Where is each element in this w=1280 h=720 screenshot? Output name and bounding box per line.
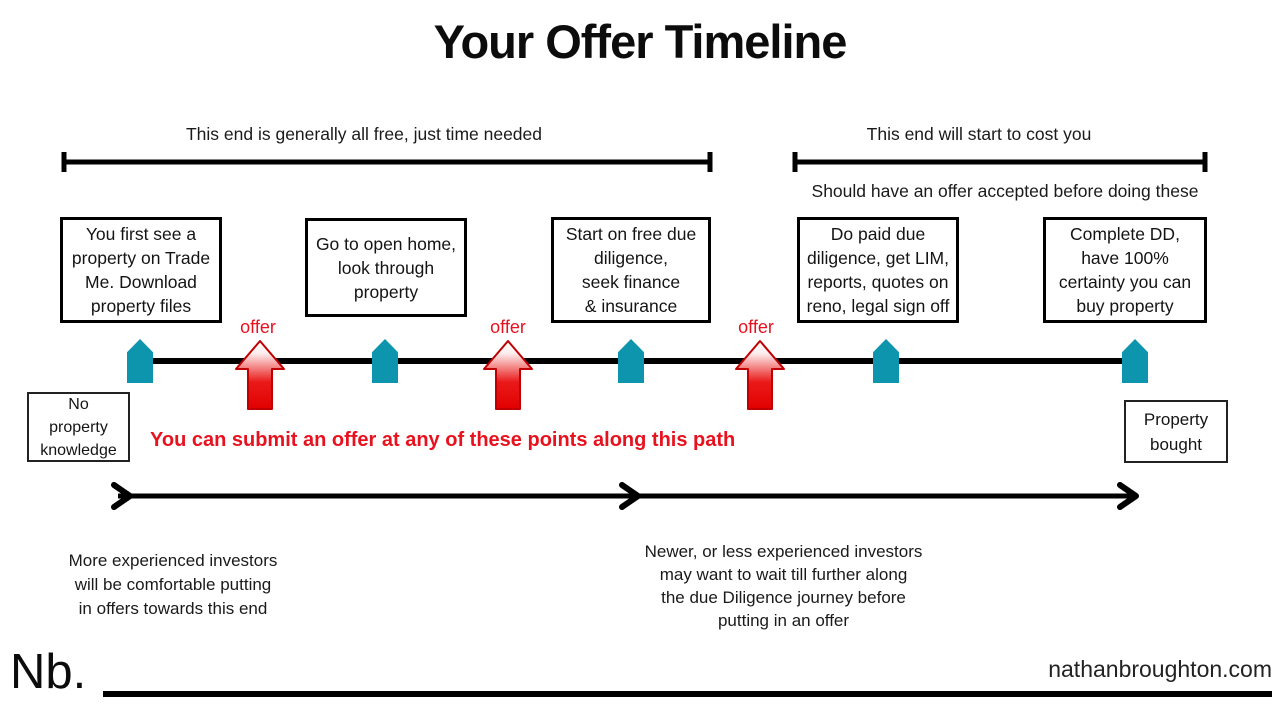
offer-label: offer [738, 317, 774, 337]
brand-logo: Nb. [10, 645, 87, 699]
offer-callout: You can submit an offer at any of these … [150, 429, 736, 451]
step-label: Start on free due diligence, seek financ… [565, 224, 697, 316]
offer-arrow-icon [735, 340, 785, 410]
milestone-arrow-icon [127, 339, 153, 383]
step-label: Go to open home, look through property [315, 233, 457, 302]
offer-label: offer [490, 317, 526, 337]
cost-bracket-sublabel: Should have an offer accepted before doi… [811, 181, 1199, 201]
end-box: Property bought [1124, 400, 1228, 463]
offer-label: offer [240, 317, 276, 337]
note-newer-investors: Newer, or less experienced investors may… [644, 542, 923, 630]
offer-arrow-icon [483, 340, 533, 410]
milestone-arrow-icon [372, 339, 398, 383]
step-box-paid-dd: Do paid due diligence, get LIM, reports,… [797, 217, 959, 323]
footer-divider [103, 691, 1272, 697]
experience-arrow [111, 482, 1139, 510]
step-label: Do paid due diligence, get LIM, reports,… [806, 224, 950, 316]
offer-arrow-icon [235, 340, 285, 410]
milestone-arrow-icon [873, 339, 899, 383]
step-box-trade-me: You first see a property on Trade Me. Do… [60, 217, 222, 323]
website-link: nathanbroughton.com [1048, 656, 1272, 682]
step-box-complete-dd: Complete DD, have 100% certainty you can… [1043, 217, 1207, 323]
free-bracket-line [61, 152, 713, 172]
milestone-arrow-icon [1122, 339, 1148, 383]
step-box-open-home: Go to open home, look through property [305, 218, 467, 317]
start-box: No property knowledge [27, 392, 130, 462]
note-experienced-investors: More experienced investors will be comfo… [68, 551, 278, 618]
milestone-arrow-icon [618, 339, 644, 383]
step-label: Complete DD, have 100% certainty you can… [1058, 224, 1192, 316]
page-title: Your Offer Timeline [433, 15, 848, 68]
cost-bracket-label: This end will start to cost you [866, 124, 1092, 144]
cost-bracket-line [792, 152, 1208, 172]
step-box-free-dd: Start on free due diligence, seek financ… [551, 217, 711, 323]
step-label: You first see a property on Trade Me. Do… [71, 224, 211, 316]
free-bracket-label: This end is generally all free, just tim… [185, 124, 543, 144]
